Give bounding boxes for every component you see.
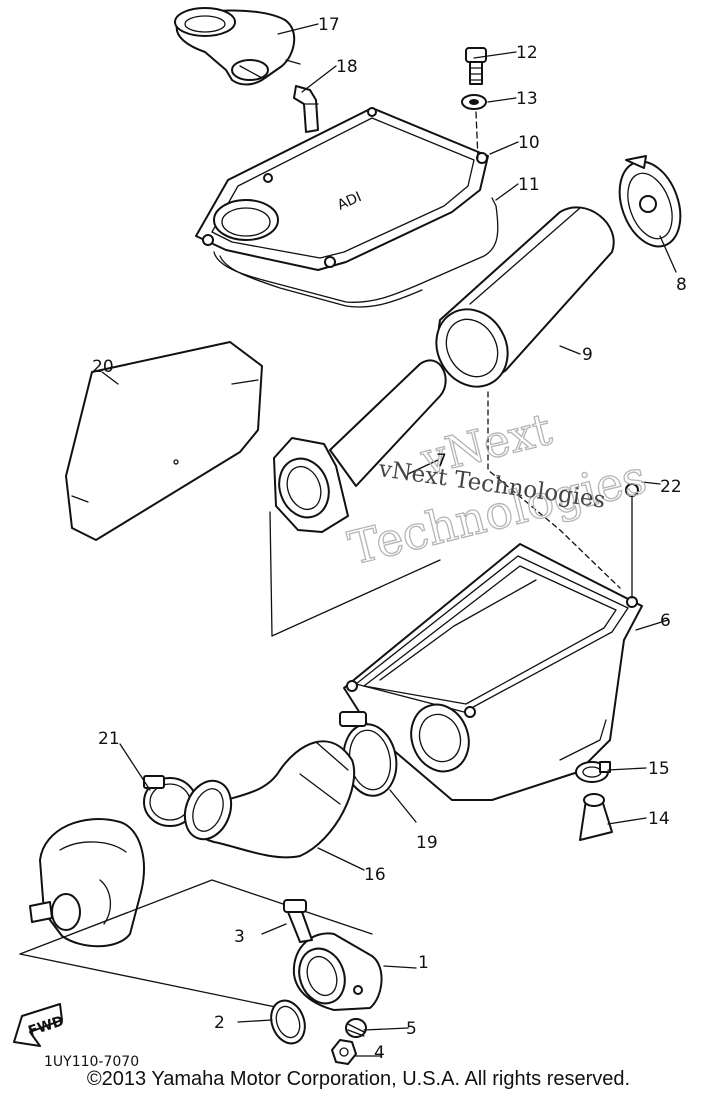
part-label-20: 20 (92, 357, 114, 377)
part-label-9: 9 (582, 345, 593, 365)
part-label-21: 21 (98, 729, 120, 749)
screw-3 (283, 899, 313, 943)
intake-duct-17 (174, 7, 301, 86)
part-label-17: 17 (318, 15, 340, 35)
clamp-15 (575, 761, 611, 783)
carburetor (29, 818, 145, 948)
joint-hose-16 (183, 740, 356, 859)
part-label-3: 3 (234, 927, 245, 947)
air-filter-element-9 (435, 206, 615, 388)
splash-plate-20 (65, 341, 263, 541)
nut-4 (331, 1039, 357, 1065)
part-label-6: 6 (660, 611, 671, 631)
diagram-code: 1UY110-7070 (44, 1054, 139, 1070)
part-labels: 4 1 2 3 5 6 7 8 9 10 11 12 13 14 15 16 1… (92, 15, 687, 1063)
carburetor-joint-1 (292, 932, 383, 1011)
washer-13 (461, 94, 487, 110)
leader-lines (101, 23, 677, 1057)
part-label-14: 14 (648, 809, 670, 829)
end-cap-8 (618, 155, 682, 248)
part-label-10: 10 (518, 133, 540, 153)
spring-washer-5 (345, 1018, 367, 1038)
part-label-13: 13 (516, 89, 538, 109)
cover-gasket-11 (213, 197, 499, 308)
copyright-notice: ©2013 Yamaha Motor Corporation, U.S.A. A… (86, 1068, 631, 1090)
part-label-8: 8 (676, 275, 687, 295)
part-label-15: 15 (648, 759, 670, 779)
airbox-cover-10: ADI (195, 107, 489, 271)
part-label-2: 2 (214, 1013, 225, 1033)
o-ring-2 (270, 999, 306, 1045)
part-label-22: 22 (660, 477, 682, 497)
part-label-5: 5 (406, 1019, 417, 1039)
filter-guide-7 (273, 359, 447, 533)
part-label-16: 16 (364, 865, 386, 885)
hose-elbow-18 (293, 85, 319, 133)
part-label-7: 7 (436, 451, 447, 471)
drain-cap-14 (579, 793, 613, 841)
part-label-18: 18 (336, 57, 358, 77)
fwd-arrow-icon: FWD (13, 1003, 66, 1047)
part-label-11: 11 (518, 175, 540, 195)
bolt-12 (465, 47, 487, 85)
part-label-1: 1 (418, 953, 429, 973)
hose-clamp-21 (143, 775, 197, 827)
part-label-4: 4 (374, 1043, 385, 1063)
part-label-19: 19 (416, 833, 438, 853)
airbox-case-6 (343, 543, 643, 801)
part-label-12: 12 (516, 43, 538, 63)
